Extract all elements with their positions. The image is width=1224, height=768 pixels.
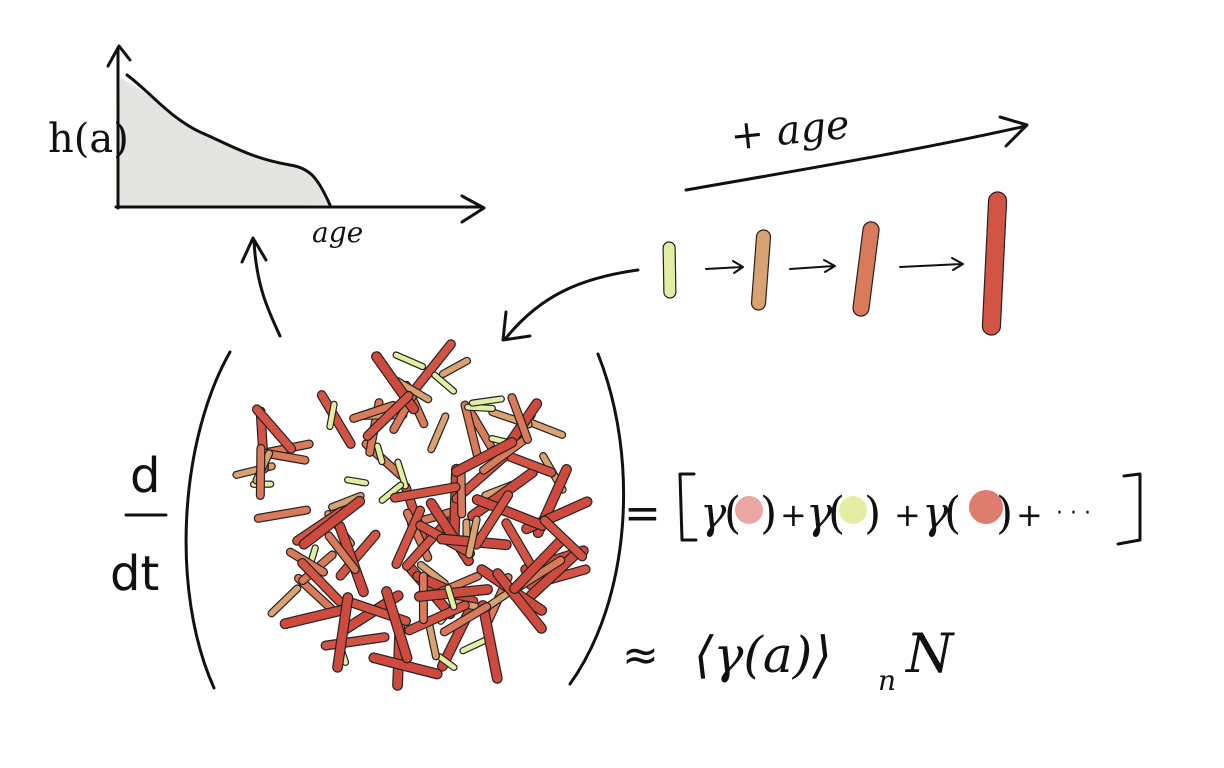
aging-arrow — [684, 115, 1029, 192]
population-cells — [232, 339, 593, 691]
population-cell — [539, 515, 588, 562]
average-subscript: n — [878, 664, 896, 697]
equals-sign: = — [624, 488, 661, 539]
population-cell — [267, 584, 302, 618]
close-paren-1: ) — [760, 488, 777, 539]
population-cell — [394, 458, 409, 490]
plus-sign-1: + — [780, 496, 807, 534]
population-cell — [439, 602, 492, 637]
aging-label: + age — [728, 102, 852, 160]
gamma-symbol-1: γ — [700, 488, 727, 539]
population-cell — [381, 586, 413, 664]
population-cell — [431, 371, 458, 395]
aging-cell-stage-1 — [662, 241, 677, 299]
population-cell — [362, 390, 414, 441]
population-cell — [255, 443, 266, 500]
population-cell — [465, 515, 481, 559]
aging-step-arrow-3 — [899, 257, 964, 271]
population-cell — [507, 393, 533, 444]
approx-sign: ≈ — [622, 630, 659, 681]
population-cell — [320, 632, 390, 651]
derivative-numerator: d — [130, 448, 160, 504]
close-paren-3: ) — [996, 488, 1013, 539]
population-cell — [444, 584, 458, 611]
aging-cell-stage-3 — [852, 221, 880, 317]
population-cell — [392, 351, 427, 371]
population-symbol: N — [904, 622, 955, 685]
hazard-curve-fill — [118, 78, 330, 208]
aging-cell-stage-2 — [750, 229, 772, 311]
aging-cell-stage-4 — [981, 191, 1008, 336]
derivative-denominator: dt — [110, 546, 159, 602]
open-paren-2: ( — [828, 488, 845, 539]
gamma-symbol-2: γ — [806, 488, 833, 539]
average-gamma-expression: ⟨γ(a)⟩ — [694, 626, 832, 684]
plus-sign-3: + — [1016, 496, 1043, 534]
population-cell — [492, 568, 547, 634]
right-bracket — [1116, 472, 1142, 546]
population-cell — [451, 437, 518, 478]
equation-sum: = γ ( ) + γ ( ) + γ ( ) + · · · — [624, 472, 1142, 546]
population-cell — [391, 505, 426, 570]
hazard-x-label: age — [312, 216, 363, 249]
population-cell — [389, 482, 461, 503]
open-paren-1: ( — [724, 488, 741, 539]
open-paren-3: ( — [944, 488, 961, 539]
young-cell-dot — [735, 496, 763, 524]
aging-cells — [662, 191, 1008, 336]
equation-approximation: ≈ ⟨γ(a)⟩ n N — [622, 622, 955, 697]
population-cell — [427, 412, 450, 454]
aging-step-arrow-1 — [705, 260, 744, 274]
population-cell — [298, 495, 366, 550]
population-cell — [438, 356, 472, 379]
population-cell — [253, 505, 312, 523]
aging-step-arrow-2 — [789, 259, 836, 273]
left-parenthesis — [184, 350, 232, 690]
population-cell — [477, 600, 503, 684]
plus-sign-2: + — [894, 496, 921, 534]
ellipsis: · · · — [1056, 501, 1091, 526]
derivative-operator: d dt — [110, 448, 168, 602]
right-parenthesis — [568, 352, 626, 686]
population-cell — [468, 395, 505, 407]
x-axis-arrow — [114, 194, 486, 224]
hazard-curve — [125, 73, 332, 207]
aging-to-population-arrow — [501, 268, 640, 342]
y-axis-arrow — [106, 44, 132, 210]
population-cell — [326, 400, 338, 431]
hazard-y-label: h(a) — [48, 116, 129, 162]
gamma-symbol-3: γ — [922, 488, 949, 539]
middle-cell-dot — [839, 496, 867, 524]
population-cell — [344, 476, 370, 487]
close-paren-2: ) — [864, 488, 881, 539]
population-cell — [373, 442, 386, 466]
aging-sequence: + age — [501, 102, 1029, 342]
left-bracket — [678, 472, 698, 542]
hazard-plot: h(a) age — [48, 44, 486, 249]
old-cell-dot — [969, 490, 1003, 524]
population-cell — [332, 592, 354, 673]
population-to-hazard-arrow — [240, 236, 282, 338]
population-cell — [251, 404, 297, 454]
